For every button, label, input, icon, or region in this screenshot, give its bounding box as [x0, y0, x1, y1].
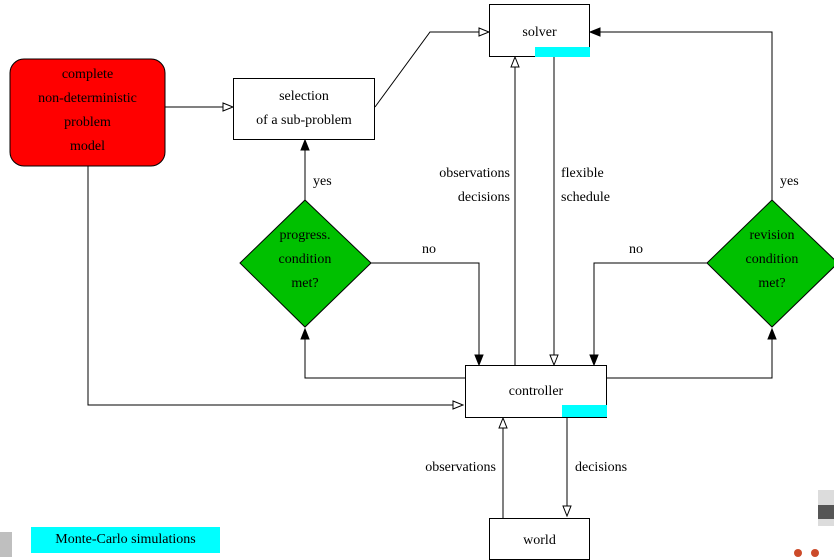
controller-label: controller: [508, 384, 564, 399]
solver-label: solver: [522, 25, 557, 40]
selection-label: selection of a sub-problem: [256, 89, 352, 128]
edge-controller-to-progress: [305, 329, 465, 379]
yes-left-label: yes: [313, 174, 332, 189]
corner-decoration: [0, 532, 12, 557]
monte-carlo-legend: Monte-Carlo simulations: [31, 527, 220, 553]
observations-decisions-label: observations decisions: [439, 166, 510, 205]
problem-model-text-area: complete non-deterministic problem model: [10, 59, 165, 166]
controller-node: controller: [465, 365, 607, 418]
no-right-label: no: [629, 242, 643, 257]
edge-revision-yes: [590, 32, 773, 200]
world-label: world: [523, 533, 556, 548]
logo-fragment: [794, 490, 834, 557]
edge-controller-to-revision: [607, 329, 772, 379]
edge-progress-no: [371, 262, 479, 365]
no-left-label: no: [422, 242, 436, 257]
edge-revision-no: [594, 262, 707, 365]
edge-selection-to-solver: [374, 32, 489, 108]
controller-stochastic-tag: [562, 405, 607, 417]
selection-node: selection of a sub-problem: [233, 78, 375, 140]
problem-model-label: complete non-deterministic problem model: [38, 67, 137, 154]
solver-stochastic-tag: [535, 47, 590, 57]
progress-condition-label: progress. condition met?: [278, 228, 332, 291]
yes-right-label: yes: [780, 174, 799, 189]
flexible-schedule-label: flexible schedule: [561, 166, 610, 205]
observations-world-label: observations: [425, 460, 496, 475]
progress-condition-diamond: [239, 199, 372, 328]
revision-condition-diamond: [706, 199, 834, 328]
revision-condition-label: revision condition met?: [745, 228, 799, 291]
edge-model-to-controller: [87, 166, 463, 405]
world-node: world: [489, 518, 590, 560]
solver-node: solver: [489, 4, 590, 57]
decisions-world-label: decisions: [575, 460, 628, 475]
